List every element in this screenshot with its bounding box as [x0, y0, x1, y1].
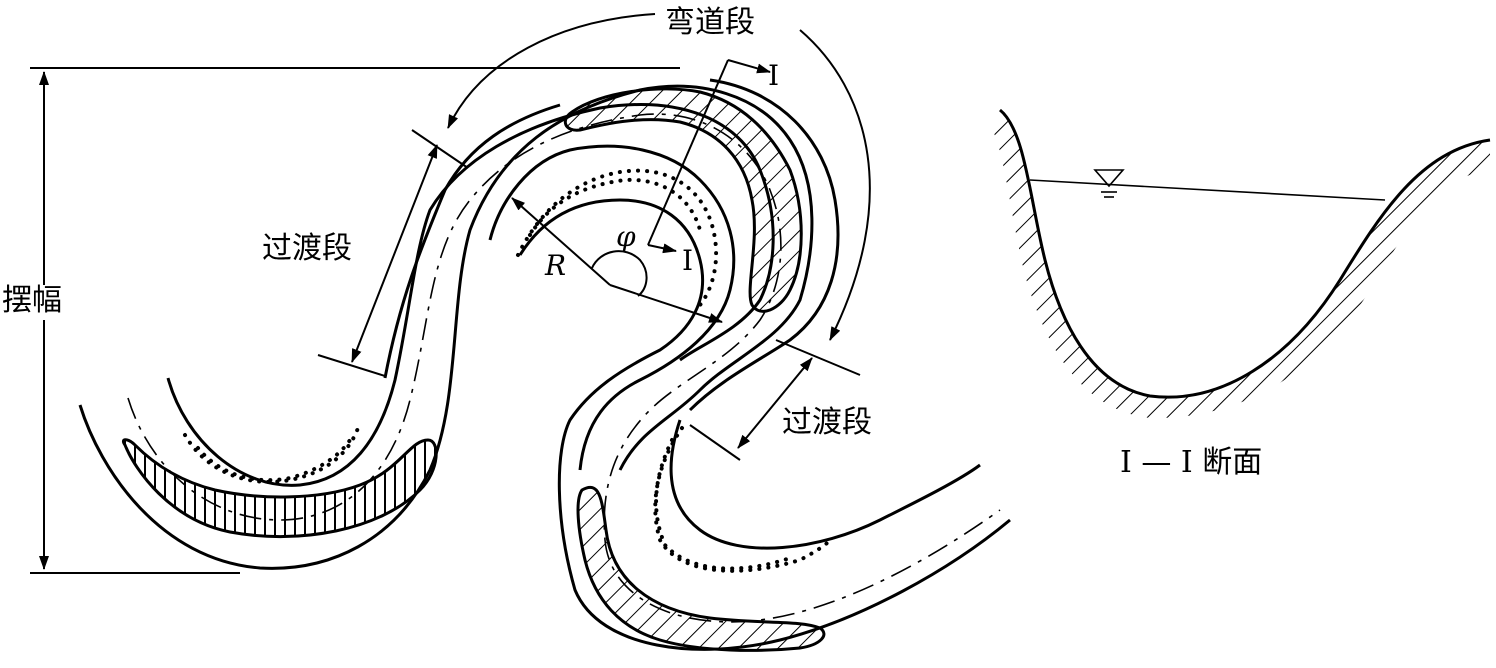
transition-dimensions [317, 129, 861, 461]
cross-section-title: I — I 断面 [1120, 445, 1262, 480]
bend-section-arrows [447, 13, 871, 341]
river-banks [78, 78, 1011, 651]
hatched-bar-upper [563, 87, 803, 313]
cross-section [990, 108, 1491, 419]
bend-section-label: 弯道段 [665, 5, 755, 40]
hatched-bar-left [121, 438, 438, 538]
amplitude-label: 摆幅 [2, 283, 62, 318]
section-mark-mid: I [682, 244, 693, 277]
angle-label: φ [616, 220, 636, 253]
hatched-bar-lower [576, 486, 826, 652]
dotted-deposits [183, 168, 832, 573]
radius-construction [511, 197, 723, 323]
section-mark-top: I [768, 59, 779, 92]
transition-label-upper: 过渡段 [262, 231, 352, 266]
amplitude-dimension [30, 67, 680, 574]
section-line [647, 59, 771, 254]
radius-label: R [544, 249, 566, 282]
transition-label-lower: 过渡段 [782, 405, 872, 440]
